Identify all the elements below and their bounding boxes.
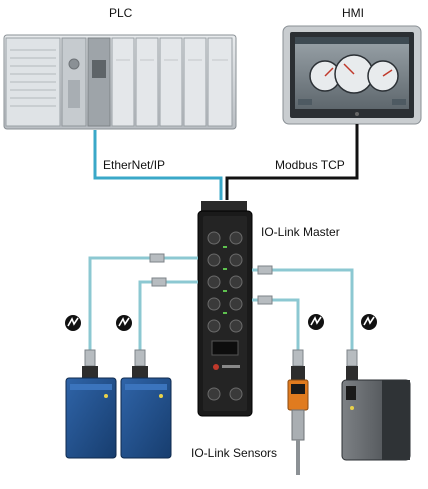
plc-label: PLC xyxy=(109,6,133,20)
photoelectric-sensor-1 xyxy=(65,366,117,459)
io-link-symbol-icon xyxy=(116,315,132,331)
modbus-tcp-label: Modbus TCP xyxy=(275,158,345,172)
io-link-symbol-icon xyxy=(65,315,81,331)
master-power-ports xyxy=(207,387,243,401)
plc-cpu-module xyxy=(61,37,87,127)
photoelectric-sensor-2 xyxy=(120,366,172,459)
io-link-symbols xyxy=(65,314,377,331)
inductive-sensor xyxy=(341,366,411,461)
hmi-label: HMI xyxy=(342,6,364,20)
io-link-symbol-icon xyxy=(361,314,377,330)
ethernet-ip-label: EtherNet/IP xyxy=(103,158,166,172)
modbus-tcp-cable xyxy=(225,124,359,200)
master-ports xyxy=(207,231,243,333)
pressure-sensor xyxy=(287,366,309,475)
io-link-master xyxy=(197,201,253,417)
io-link-master-label: IO-Link Master xyxy=(261,225,340,239)
master-display xyxy=(211,340,239,356)
cable-connectors xyxy=(84,253,358,367)
io-link-sensors-label: IO-Link Sensors xyxy=(191,446,278,460)
hmi-panel xyxy=(282,25,422,125)
io-link-symbol-icon xyxy=(308,314,324,330)
plc-power-supply xyxy=(5,37,61,127)
ethernet-ip-cable xyxy=(93,130,223,200)
plc-io-modules xyxy=(111,37,233,127)
plc-rack xyxy=(3,34,237,130)
plc-comm-module xyxy=(87,37,111,127)
